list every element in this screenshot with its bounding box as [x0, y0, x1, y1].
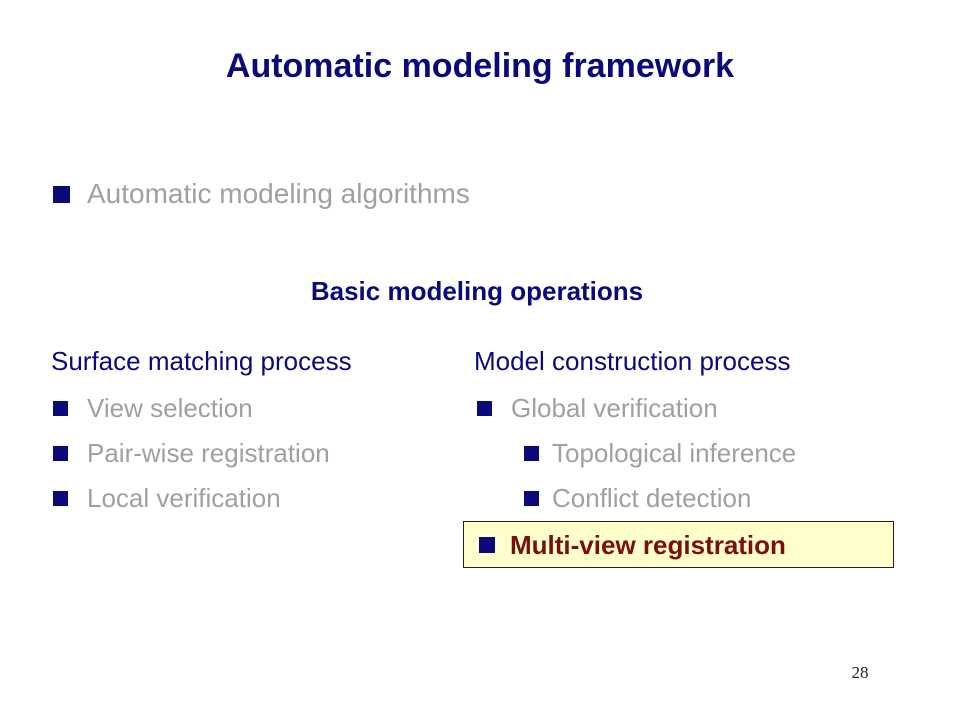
right-column-heading: Model construction process: [474, 346, 791, 376]
highlighted-item: Multi-view registration: [479, 526, 786, 564]
list-item: View selection: [53, 389, 253, 427]
square-bullet-icon: [524, 445, 539, 461]
left-column-heading: Surface matching process: [51, 346, 352, 376]
list-item: Pair-wise registration: [53, 434, 330, 472]
section-heading: Basic modeling operations: [310, 276, 644, 306]
square-bullet-icon: [477, 400, 492, 416]
sub-list-item-label: Topological inference: [552, 437, 797, 468]
square-bullet-icon: [53, 490, 68, 506]
sub-list-item: Conflict detection: [524, 479, 751, 517]
top-bullet-item: Automatic modeling algorithms: [53, 174, 470, 214]
highlighted-item-label: Multi-view registration: [510, 529, 786, 560]
sub-list-item-label: Conflict detection: [552, 482, 752, 513]
list-item-label: Global verification: [511, 392, 718, 423]
list-item-label: Pair-wise registration: [87, 437, 330, 468]
list-item: Local verification: [53, 479, 281, 517]
list-item-label: Local verification: [87, 482, 281, 513]
list-item: Global verification: [477, 389, 718, 427]
square-bullet-icon: [524, 490, 539, 506]
square-bullet-icon: [53, 185, 70, 203]
top-bullet-label: Automatic modeling algorithms: [87, 178, 470, 209]
page-number: 28: [851, 663, 869, 682]
list-item-label: View selection: [87, 392, 253, 423]
square-bullet-icon: [53, 400, 68, 416]
square-bullet-icon: [53, 445, 68, 461]
highlight-box: [463, 521, 894, 568]
square-bullet-icon: [479, 537, 495, 553]
slide-title: Automatic modeling framework: [225, 47, 735, 85]
sub-list-item: Topological inference: [524, 434, 796, 472]
